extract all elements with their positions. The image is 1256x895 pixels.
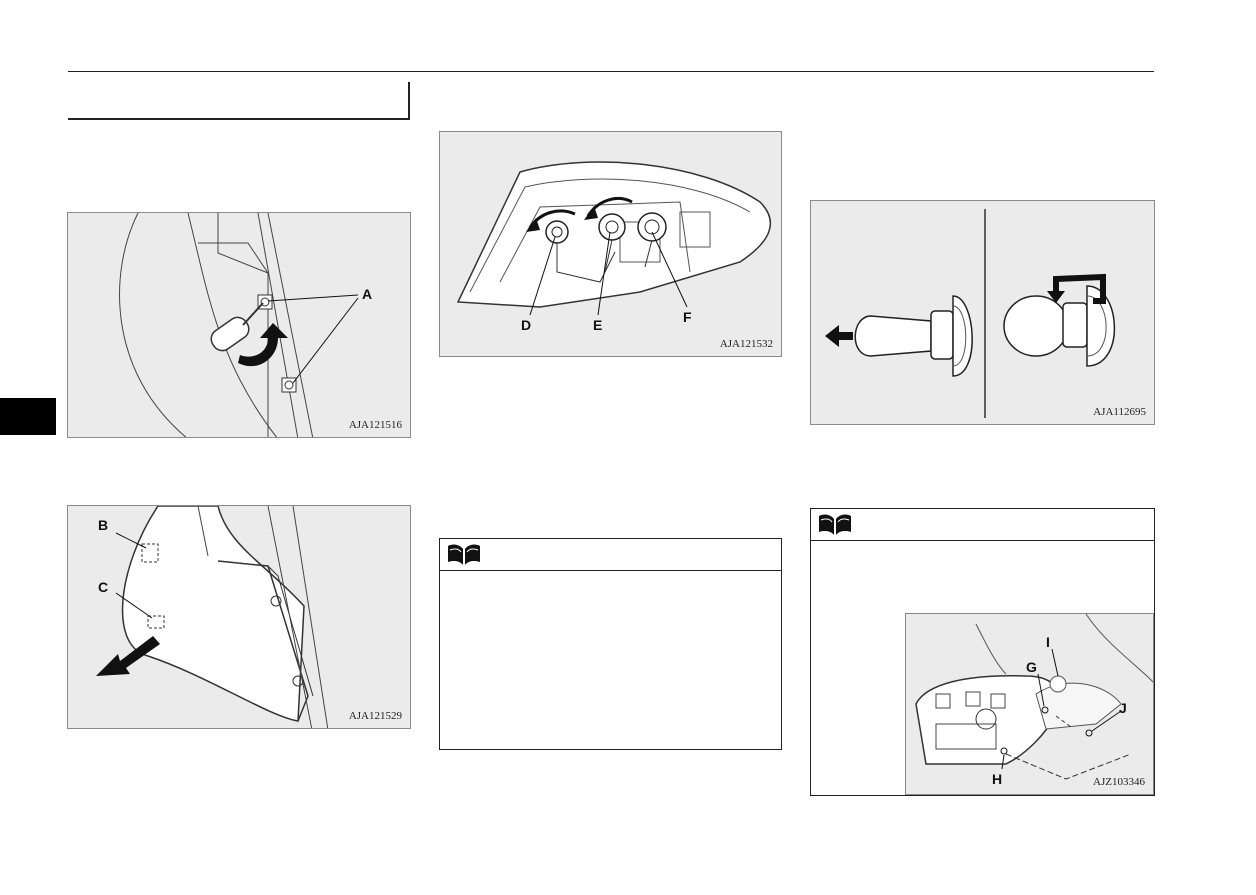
callout-e: E [593, 317, 602, 333]
figure-3-code: AJA121532 [719, 338, 773, 350]
figure-3-drawing: D E F [456, 161, 771, 333]
callout-c: C [98, 579, 108, 595]
figure-2-code: AJA121529 [348, 710, 402, 722]
callout-j: J [1119, 700, 1127, 716]
figure-lamp-mounting-points: I G J H AJZ103346 [905, 613, 1154, 795]
header-rule [68, 71, 1154, 72]
open-book-icon [819, 514, 851, 535]
callout-i: I [1046, 634, 1050, 650]
figure-5-code: AJZ103346 [1093, 776, 1145, 788]
callout-d: D [521, 317, 531, 333]
callout-a: A [362, 286, 372, 302]
figure-lamp-bulb-sockets: D E F AJA121532 [439, 131, 782, 357]
figure-lamp-pull-out: B C AJA121529 [67, 505, 411, 729]
open-book-icon [448, 544, 480, 565]
note-box-right-header [811, 509, 1154, 541]
figure-1-drawing: A [119, 213, 372, 437]
callout-f: F [683, 309, 692, 325]
note-box-middle [439, 538, 782, 750]
callout-g: G [1026, 659, 1037, 675]
figure-4-drawing [825, 209, 1116, 418]
callout-b: B [98, 517, 108, 533]
figure-rear-screw-removal: A AJA121516 [67, 212, 411, 438]
callout-h: H [992, 771, 1002, 787]
section-heading-frame [68, 82, 410, 120]
note-box-right: I G J H AJZ103346 [810, 508, 1155, 796]
figure-1-code: AJA121516 [348, 419, 402, 431]
figure-5-drawing: I G J H [915, 614, 1153, 787]
figure-4-code: AJA112695 [1093, 406, 1146, 418]
figure-2-drawing: B C [96, 506, 329, 728]
figure-bulb-replacement: AJA112695 [810, 200, 1155, 425]
note-box-middle-header [440, 539, 781, 571]
chapter-tab [0, 398, 56, 435]
